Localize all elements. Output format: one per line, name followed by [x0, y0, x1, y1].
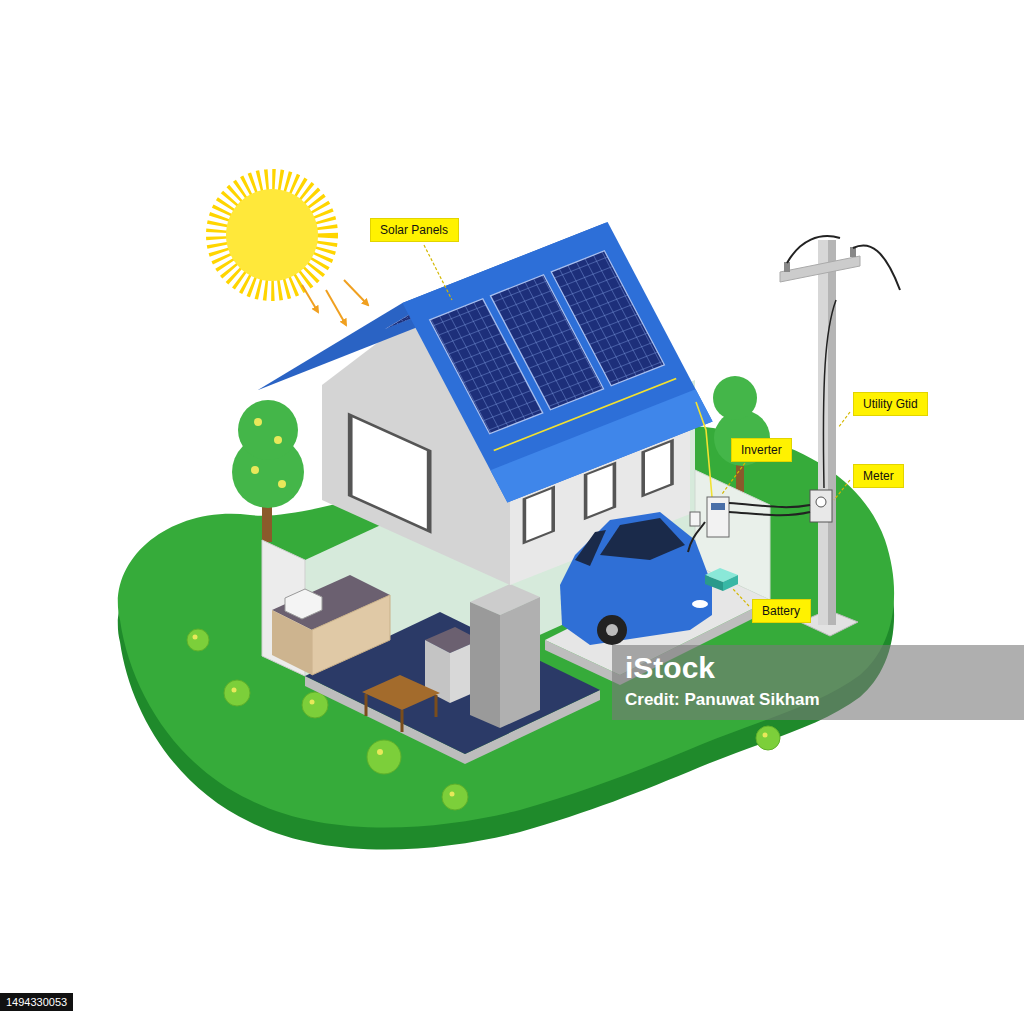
bush — [442, 784, 468, 810]
window — [586, 463, 615, 518]
counter-front — [312, 595, 390, 675]
sun-arrow — [302, 285, 318, 312]
wall-socket — [690, 512, 700, 526]
bush — [224, 680, 250, 706]
insulator — [784, 262, 790, 272]
callout-label: Inverter — [741, 443, 782, 457]
counter-side — [272, 610, 312, 675]
leader-line — [722, 463, 745, 494]
callout-label: Meter — [863, 469, 894, 483]
bush-dot — [232, 688, 237, 693]
leader-line — [732, 588, 749, 606]
battery-side — [705, 575, 723, 591]
sun-arrow — [326, 290, 346, 325]
garage-wall — [695, 470, 770, 600]
fridge-front — [500, 597, 540, 728]
callout-box: Meter — [853, 464, 904, 488]
roof-front-slope — [402, 222, 712, 503]
tree-left — [232, 400, 304, 542]
tree-dot — [254, 418, 262, 426]
callout-box: Inverter — [731, 438, 792, 462]
sun — [217, 180, 368, 325]
fridge-side — [470, 602, 500, 728]
table-top — [362, 675, 440, 710]
window — [524, 487, 553, 542]
window — [643, 441, 672, 496]
left-face-window — [350, 415, 429, 531]
roof-slope — [402, 222, 712, 503]
car-body — [560, 512, 712, 645]
tree-crown — [713, 376, 757, 420]
sun-disc — [226, 189, 318, 281]
inverter-box — [707, 497, 729, 537]
car-rim — [606, 624, 618, 636]
callout-label: Battery — [762, 604, 800, 618]
panel-wire — [494, 379, 676, 451]
sun-rays — [217, 180, 327, 290]
pole-shade — [828, 240, 836, 625]
leader-line — [834, 480, 850, 500]
microwave — [285, 589, 322, 619]
bush — [187, 629, 209, 651]
watermark-logo: iStock — [625, 651, 715, 685]
pole-crossarm — [780, 256, 860, 282]
window — [350, 415, 429, 531]
meter-dial — [816, 497, 826, 507]
callout-box: Battery — [752, 599, 811, 623]
power-wire — [787, 236, 840, 263]
watermark-credit: Credit: Panuwat Sikham — [625, 690, 820, 710]
car-wheel — [597, 615, 627, 645]
tree-dot — [278, 480, 286, 488]
car-windshield — [600, 518, 685, 560]
callout-label: Utility Gtid — [863, 397, 918, 411]
tree-dot — [251, 466, 259, 474]
meter-box — [810, 490, 832, 522]
callout-box: Utility Gtid — [853, 392, 928, 416]
bush-dot — [763, 733, 768, 738]
sun-arrow — [344, 280, 368, 305]
tree-crown — [238, 400, 298, 460]
car — [560, 512, 712, 645]
callout-label: Solar Panels — [380, 223, 448, 237]
car-window — [575, 530, 606, 566]
leader-lines — [424, 245, 850, 606]
bush-dot — [377, 749, 383, 755]
battery-front — [723, 575, 738, 591]
tree-dot — [274, 436, 282, 444]
bush — [756, 726, 780, 750]
leader-line — [424, 245, 452, 300]
car-headlight — [692, 600, 708, 608]
power-wire — [853, 245, 900, 290]
bush-dot — [193, 635, 198, 640]
watermark-band — [612, 645, 1024, 720]
table-legs — [366, 694, 436, 732]
inverter-display — [711, 503, 725, 510]
bush — [367, 740, 401, 774]
service-wire — [729, 512, 810, 515]
image-id: 1494330053 — [0, 993, 73, 1011]
power-wire — [823, 300, 836, 488]
pole-shaft — [818, 240, 836, 625]
solar-panel — [551, 251, 664, 386]
bush — [302, 692, 328, 718]
bush-dot — [310, 700, 315, 705]
utility-pole — [729, 236, 900, 636]
callout-box: Solar Panels — [370, 218, 459, 242]
insulator — [850, 247, 856, 257]
bush-dot — [450, 792, 455, 797]
leader-line — [838, 412, 850, 428]
service-wire — [729, 503, 810, 507]
panel-wire — [696, 402, 712, 497]
